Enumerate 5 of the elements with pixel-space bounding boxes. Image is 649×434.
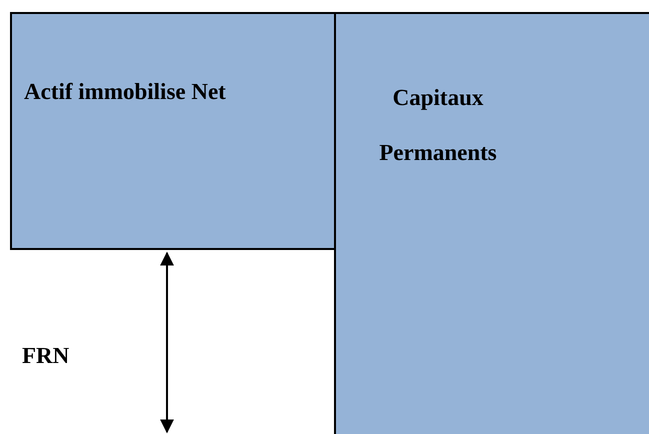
block-title: Capitaux Permanents — [378, 84, 498, 167]
measure-label: FRN — [22, 342, 70, 370]
balance-block — [334, 12, 649, 434]
balance-block — [10, 12, 336, 250]
block-title: Actif immobilise Net — [24, 78, 227, 106]
